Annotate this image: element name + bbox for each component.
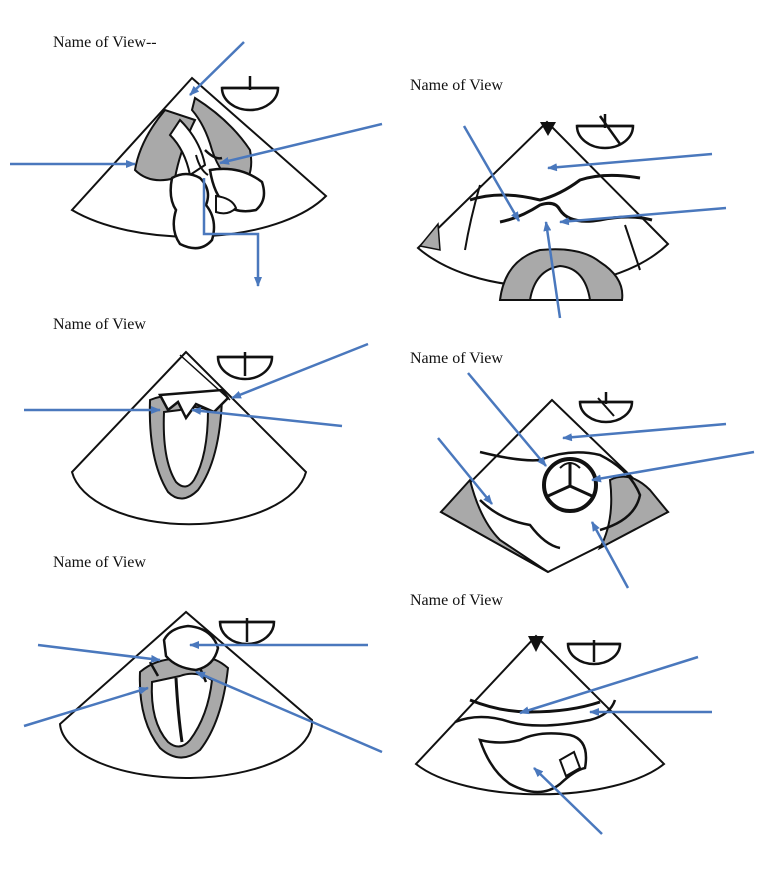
panel-4-orientation-marker (578, 392, 634, 424)
panel-2-orientation-marker (575, 114, 635, 150)
panel-6-label: Name of View (410, 592, 503, 609)
panel-2-heart (418, 122, 653, 301)
panel-6-diagram (414, 634, 712, 835)
arrow-5c (23, 686, 149, 728)
arrow-1a (189, 41, 245, 96)
arrow-2c (559, 206, 727, 226)
panel-4-arrows (437, 372, 755, 589)
panel-2-arrows (462, 125, 727, 319)
panel-3-arrows (24, 342, 369, 428)
arrow-4a (467, 372, 547, 467)
panel-1-orientation-marker (220, 76, 280, 112)
panel-3-diagram (24, 342, 369, 526)
arrow-4c (591, 450, 755, 483)
panel-4-label: Name of View (410, 350, 503, 367)
panel-5-orientation-marker (218, 618, 276, 646)
arrow-4e (590, 521, 630, 589)
panel-4-heart (439, 450, 670, 573)
arrow-4b (562, 422, 727, 442)
arrow-4d (437, 437, 493, 505)
arrow-3b (191, 406, 343, 428)
arrow-5a (37, 643, 161, 663)
arrow-5d (195, 670, 383, 754)
arrow-6c (533, 767, 603, 835)
arrow-2b (547, 152, 713, 172)
panel-5-arrows (23, 641, 383, 754)
panel-6-heart (454, 636, 617, 794)
arrow-3c (231, 342, 369, 400)
panel-6-sector (414, 634, 666, 796)
arrow-1d (202, 178, 262, 287)
panel-5-label: Name of View (53, 554, 146, 571)
arrow-6a (519, 655, 699, 715)
panel-6-arrows (519, 655, 712, 835)
panel-2-label: Name of View (410, 77, 503, 94)
panel-1-arrows (10, 41, 383, 287)
panel-2-diagram (416, 114, 727, 319)
panel-3-orientation-marker (216, 352, 274, 381)
panel-5-diagram (23, 610, 383, 780)
panel-5-heart (138, 624, 230, 759)
panel-4-diagram (437, 372, 755, 589)
arrow-1c (219, 122, 383, 165)
arrow-2a (462, 125, 521, 222)
panel-6-orientation-marker (566, 640, 622, 666)
arrow-2d (543, 221, 562, 319)
panel-1-diagram (10, 41, 383, 287)
panel-1-label: Name of View-- (53, 34, 157, 51)
panel-3-label: Name of View (53, 316, 146, 333)
panel-3-heart (148, 354, 231, 500)
